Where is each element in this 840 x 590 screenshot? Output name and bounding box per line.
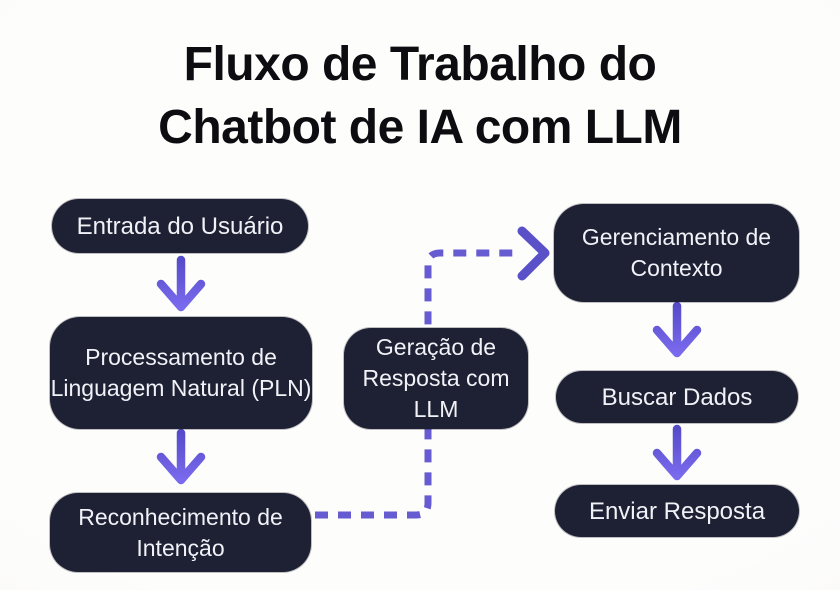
node-label: Buscar Dados bbox=[601, 383, 753, 411]
node-geracao-resposta-llm: Geração de Resposta com LLM bbox=[344, 328, 528, 429]
node-gerenciamento-contexto: Gerenciamento de Contexto bbox=[554, 204, 799, 302]
arrow-down-icon bbox=[156, 428, 206, 485]
diagram-title: Fluxo de Trabalho do Chatbot de IA com L… bbox=[0, 33, 840, 159]
node-reconhecimento-intencao: Reconhecimento de Intenção bbox=[50, 493, 311, 572]
node-label: Entrada do Usuário bbox=[76, 212, 284, 240]
node-entrada-do-usuario: Entrada do Usuário bbox=[52, 199, 308, 253]
diagram-title-line1: Fluxo de Trabalho do bbox=[183, 38, 657, 91]
diagram-title-line2: Chatbot de IA com LLM bbox=[158, 101, 682, 154]
node-label: Processamento de Linguagem Natural (PLN) bbox=[50, 344, 312, 401]
node-label: Reconhecimento de Intenção bbox=[78, 503, 283, 561]
arrow-down-icon bbox=[652, 301, 702, 358]
arrow-down-icon bbox=[156, 255, 206, 312]
node-buscar-dados: Buscar Dados bbox=[556, 371, 798, 423]
node-enviar-resposta: Enviar Resposta bbox=[555, 485, 799, 537]
node-processamento-pln: Processamento de Linguagem Natural (PLN) bbox=[50, 317, 312, 429]
node-label: Enviar Resposta bbox=[588, 497, 766, 525]
node-label: Gerenciamento de Contexto bbox=[581, 224, 772, 281]
arrow-down-icon bbox=[652, 424, 702, 481]
node-label: Geração de Resposta com LLM bbox=[362, 334, 510, 422]
dashed-connector-arrowhead-icon bbox=[517, 226, 550, 281]
